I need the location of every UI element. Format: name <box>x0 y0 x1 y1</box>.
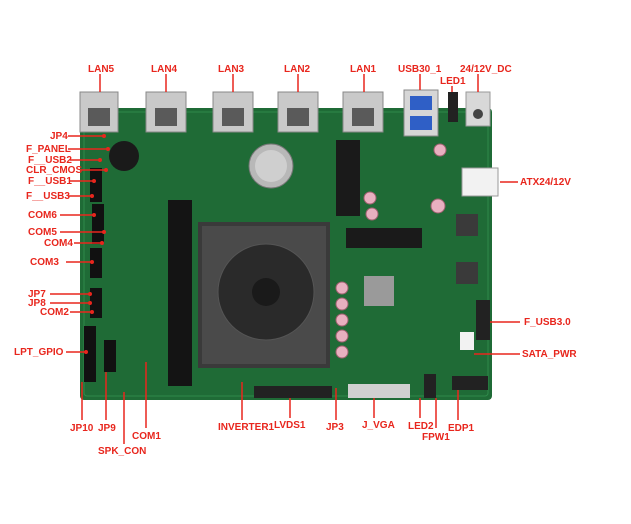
label-com5: COM5 <box>28 227 57 238</box>
inductor <box>456 214 478 236</box>
vga-connector <box>348 384 410 398</box>
lan2-port <box>277 91 319 133</box>
label-lan1: LAN1 <box>350 64 377 75</box>
label-spk-con: SPK_CON <box>98 446 147 457</box>
label-sata-pwr: SATA_PWR <box>522 349 577 360</box>
label-led2: LED2 <box>408 421 434 432</box>
lan3-port <box>212 91 254 133</box>
label-com1: COM1 <box>132 431 161 442</box>
lan4-port <box>145 91 187 133</box>
label-lan5: LAN5 <box>88 64 115 75</box>
label-lan4: LAN4 <box>151 64 178 75</box>
label-lan2: LAN2 <box>284 64 311 75</box>
label-usb30-1: USB30_1 <box>398 64 442 75</box>
label-f-usb2: F__USB2 <box>28 155 72 166</box>
label-clr-cmos: CLR_CMOS <box>26 165 83 176</box>
cpu-heatsink <box>198 222 330 368</box>
pointer-lines <box>50 74 520 444</box>
label-lvds1: LVDS1 <box>274 420 306 431</box>
label-jp10: JP10 <box>70 423 94 434</box>
label-com4: COM4 <box>44 238 73 249</box>
cmos-battery <box>248 143 294 189</box>
capacitors <box>335 143 447 359</box>
led1-indicator <box>448 92 458 122</box>
label-com6: COM6 <box>28 210 57 221</box>
atx-connector <box>461 167 499 197</box>
label-f-panel: F_PANEL <box>26 144 71 155</box>
label-f-usb30: F_USB3.0 <box>524 317 571 328</box>
m2-slot <box>346 228 422 248</box>
sodimm-slot <box>168 200 192 386</box>
label-com2: COM2 <box>40 307 69 318</box>
label-f-usb3: F__USB3 <box>26 191 70 202</box>
label-lpt-gpio: LPT_GPIO <box>14 347 64 358</box>
label-com3: COM3 <box>30 257 59 268</box>
sata-pwr-connector <box>460 332 474 350</box>
usb30-header <box>476 300 490 340</box>
msata-slot <box>336 140 360 216</box>
label-inverter1: INVERTER1 <box>218 422 275 433</box>
dc-jack <box>465 91 491 127</box>
label-f-usb1: F__USB1 <box>28 176 72 187</box>
label-jp3: JP3 <box>326 422 344 433</box>
label-j-vga: J_VGA <box>362 420 395 431</box>
label-jp9: JP9 <box>98 423 116 434</box>
edp-connector <box>452 376 488 390</box>
inductor <box>456 262 478 284</box>
label-jp8: JP8 <box>28 298 46 309</box>
label-led1: LED1 <box>440 76 466 87</box>
label-jp7: JP7 <box>28 289 46 300</box>
label-atx: ATX24/12V <box>520 177 571 188</box>
fpw-connector <box>424 374 436 398</box>
label-dc-in: 24/12V_DC <box>460 64 512 75</box>
lan1-port <box>342 91 384 133</box>
label-lan3: LAN3 <box>218 64 245 75</box>
lvds-connector <box>254 386 332 398</box>
sim-slot <box>364 276 394 306</box>
usb30-port <box>403 89 439 137</box>
buzzer <box>109 141 139 171</box>
lan5-port <box>79 91 119 133</box>
label-fpw1: FPW1 <box>422 432 450 443</box>
label-jp4: JP4 <box>50 131 68 142</box>
label-edp1: EDP1 <box>448 423 475 434</box>
